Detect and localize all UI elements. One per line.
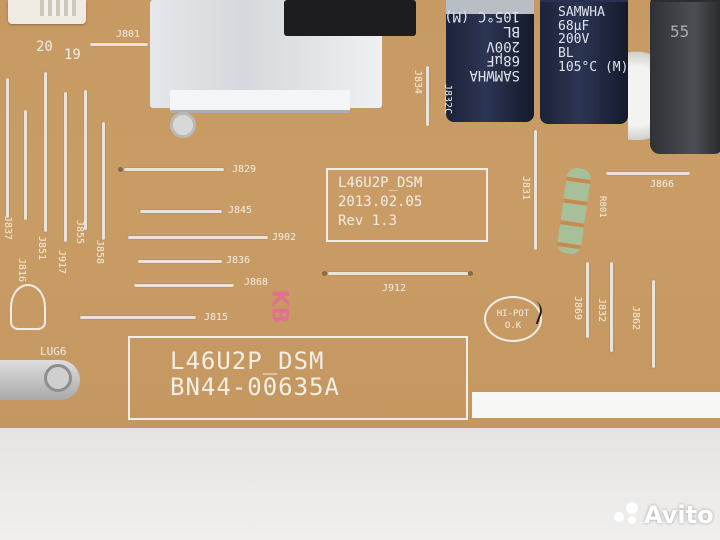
capacitor-left: SAMWHA 68μF 200V BL 105°C (M) — [446, 0, 534, 122]
jumper-v1 — [6, 78, 9, 218]
label-j832c: J832C — [442, 84, 453, 115]
capacitor-edge: 55 — [650, 0, 720, 154]
label-j862: J862 — [630, 306, 641, 331]
model-label-box: L46U2P_DSM 2013.02.05 Rev 1.3 — [326, 168, 488, 242]
jumper-v2 — [24, 110, 27, 220]
label-j831: J831 — [520, 176, 531, 201]
model-code: L46U2P_DSM — [338, 175, 423, 191]
label-j836: J836 — [226, 255, 251, 266]
label-j917: J917 — [56, 250, 67, 275]
label-j912: J912 — [382, 283, 407, 294]
model-date: 2013.02.05 — [338, 194, 423, 210]
label-j868: J868 — [244, 277, 269, 288]
jumper-j862 — [652, 280, 655, 368]
label-j816: J816 — [16, 258, 27, 283]
year-mark-left: 20 — [36, 39, 53, 55]
label-j851: J851 — [36, 236, 47, 261]
label-j837: J837 — [2, 216, 13, 241]
cap-edge-text: 55 — [670, 22, 690, 41]
hipot-text: HI-POT — [496, 309, 530, 319]
kb-marking: KB — [266, 289, 292, 324]
cap-left-series: BL — [503, 22, 520, 39]
jumper-j912 — [328, 272, 468, 275]
avito-logo-icon — [614, 502, 640, 528]
label-j845: J845 — [228, 205, 253, 216]
label-j832: J832 — [596, 298, 607, 323]
label-j801: J801 — [116, 29, 141, 40]
part-label-box: L46U2P_DSM BN44-00635A — [128, 336, 468, 420]
label-j834: J834 — [412, 70, 423, 95]
part-model: L46U2P_DSM — [170, 347, 325, 375]
jumper-j845 — [140, 210, 222, 213]
label-lug: LUG6 — [40, 345, 67, 358]
connector-pins — [40, 0, 76, 16]
jumper-v6 — [102, 122, 105, 240]
jumper-j834 — [426, 66, 429, 126]
cap-left-brand: SAMWHA — [469, 67, 520, 83]
label-j855: J855 — [74, 220, 85, 245]
cap-left-temp: 105°C (M) — [446, 8, 520, 25]
cap-right-brand: SAMWHA — [558, 5, 605, 20]
label-j869: J869 — [572, 296, 583, 321]
jumper-v4 — [64, 92, 67, 242]
cap-right-temp: 105°C (M) — [558, 59, 628, 75]
mounting-screw — [170, 112, 196, 138]
via — [322, 271, 327, 276]
jumper-j836 — [138, 260, 222, 263]
capacitor-right: SAMWHA 68μF 200V BL 105°C (M) — [540, 0, 628, 124]
jumper-j866 — [606, 172, 690, 175]
model-revision: Rev 1.3 — [338, 213, 398, 229]
lug-screw — [44, 364, 72, 392]
label-j858: J858 — [94, 240, 105, 265]
jumper-j869 — [586, 262, 589, 338]
hipot-ok: O.K — [504, 321, 522, 331]
jumper-j815 — [80, 316, 196, 319]
cap-left-voltage: 200V — [486, 37, 520, 54]
jumper-j832 — [610, 262, 613, 352]
cap-left-capacitance: 68μF — [486, 52, 520, 69]
jumper-j831 — [534, 130, 537, 250]
jumper-j829 — [124, 168, 224, 171]
cap-right-series: BL — [558, 45, 574, 61]
hipot-stamp: HI-POT O.K — [484, 296, 542, 342]
via — [118, 167, 123, 172]
year-mark-right: 19 — [64, 47, 81, 63]
white-label-strip — [472, 392, 720, 418]
jumper-v3 — [44, 72, 47, 232]
avito-watermark: Avito — [644, 501, 714, 529]
jumper-j801 — [90, 43, 148, 46]
part-number: BN44-00635A — [170, 373, 340, 401]
heatsink-fin — [170, 90, 350, 113]
cap-right-capacitance: 68μF — [558, 18, 590, 34]
cap-right-voltage: 200V — [558, 32, 590, 48]
via — [468, 271, 473, 276]
background-surface — [0, 428, 720, 540]
label-resistor: R801 — [597, 196, 607, 218]
power-transistor — [284, 0, 416, 36]
label-j902: J902 — [272, 232, 297, 243]
label-j866: J866 — [650, 179, 675, 190]
jumper-j902 — [128, 236, 268, 239]
label-j815: J815 — [204, 312, 229, 323]
label-j829: J829 — [232, 164, 257, 175]
jumper-j868 — [134, 284, 234, 287]
jumper-v5 — [84, 90, 87, 230]
recycle-symbol — [10, 284, 46, 330]
